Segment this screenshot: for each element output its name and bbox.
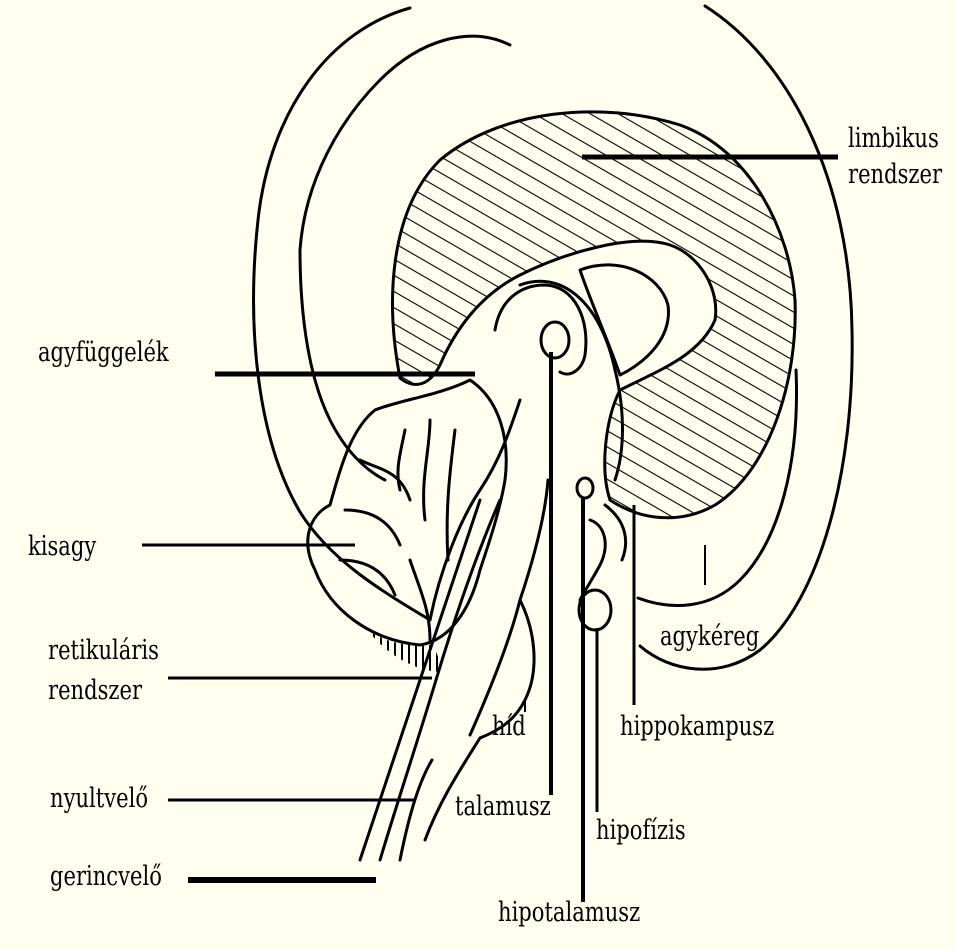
label-hippokampusz: hippokampusz: [620, 712, 774, 742]
label-talamusz: talamusz: [455, 792, 551, 822]
spinal-3: [400, 760, 432, 860]
label-retikularis-1: retikuláris: [48, 636, 159, 666]
label-agyfuggelek: agyfüggelék: [38, 338, 169, 368]
label-kisagy: kisagy: [28, 532, 96, 562]
brainstem-right: [470, 480, 548, 735]
label-hipotalamusz: hipotalamusz: [498, 898, 640, 928]
label-gerincvelo: gerincvelő: [50, 862, 162, 892]
label-hipofizis: hipofízis: [596, 816, 686, 846]
thalamus-outline: [495, 285, 586, 374]
label-limbikus-2: rendszer: [848, 160, 942, 190]
thalamus-core: [541, 322, 569, 358]
medulla-front: [425, 738, 480, 840]
cerebellum-fold-4: [424, 420, 430, 520]
label-nyultvelo: nyultvelő: [50, 784, 148, 814]
limbic-inner: [580, 265, 668, 375]
hypothalamus-body: [577, 478, 593, 498]
cortex-inner-fold-2: [300, 250, 385, 480]
cerebellum-fold-6: [398, 430, 405, 490]
label-hid: híd: [492, 712, 526, 742]
label-limbikus-1: limbikus: [848, 124, 939, 154]
hippocampus-hook: [605, 505, 626, 560]
label-retikularis-2: rendszer: [48, 676, 142, 706]
cerebellum-fold-2: [345, 510, 400, 545]
cerebellum-fold-7: [410, 560, 430, 640]
label-agykereg: agykéreg: [660, 622, 759, 652]
